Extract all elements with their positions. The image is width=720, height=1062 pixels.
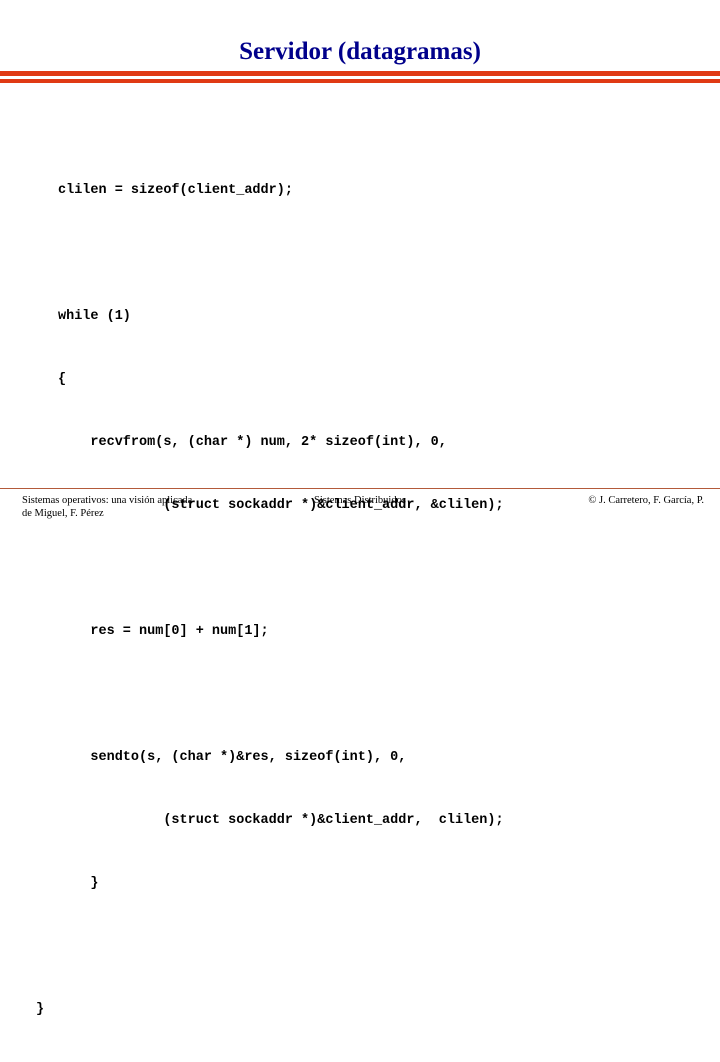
code-line <box>0 936 720 957</box>
slide-footer: Sistemas operativos: una visión aplicada… <box>0 494 720 534</box>
page-title: Servidor (datagramas) <box>239 38 481 65</box>
code-line: res = num[0] + num[1]; <box>58 624 269 639</box>
footer-course: Sistemas Distribuidos <box>314 495 406 506</box>
code-block: clilen = sizeof(client_addr); while (1) … <box>0 138 720 1062</box>
code-line: } <box>36 1002 45 1017</box>
footer-source: Sistemas operativos: una visión aplicada… <box>22 494 322 520</box>
code-line: (struct sockaddr *)&client_addr, &clilen… <box>58 498 504 513</box>
footer-source-line-1: Sistemas operativos: una visión aplicada <box>22 495 193 506</box>
code-line: while (1) <box>58 309 131 324</box>
footer-copyright: © J. Carretero, F. García, P. <box>588 495 704 506</box>
code-line: recvfrom(s, (char *) num, 2* sizeof(int)… <box>58 435 447 450</box>
code-line: } <box>58 876 99 891</box>
footer-source-line-2: de Miguel, F. Pérez <box>22 508 104 519</box>
code-line <box>0 558 720 579</box>
header-rule-top <box>0 71 720 76</box>
code-line: { <box>58 372 67 387</box>
footer-divider <box>0 488 720 489</box>
header-rule-bottom <box>0 79 720 83</box>
code-line <box>0 684 720 705</box>
code-line: clilen = sizeof(client_addr); <box>58 183 293 198</box>
slide-canvas: Servidor (datagramas) clilen = sizeof(cl… <box>0 38 720 1017</box>
code-line <box>0 243 720 264</box>
code-line: (struct sockaddr *)&client_addr, clilen)… <box>58 813 504 828</box>
code-line: sendto(s, (char *)&res, sizeof(int), 0, <box>58 750 407 765</box>
